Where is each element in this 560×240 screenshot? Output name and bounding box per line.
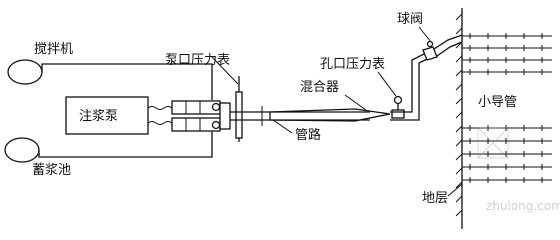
valve-outlet-lower xyxy=(436,41,463,57)
conduit-5 xyxy=(462,125,552,131)
ball-valve-label: 球阀 xyxy=(397,12,423,27)
stratum-label: 地层 xyxy=(422,191,448,206)
small-conduits-upper xyxy=(462,33,552,75)
pump-outlet-manifold xyxy=(219,102,231,130)
stratum-leader xyxy=(447,183,463,197)
hole-pressure-gauge-label: 孔口压力表 xyxy=(320,57,385,72)
riser-pipe-outer xyxy=(390,53,425,113)
small-conduits-lower xyxy=(462,125,552,183)
mixing-device-body xyxy=(269,108,391,122)
mixing-device-leader xyxy=(344,94,367,111)
conduit-9 xyxy=(462,177,552,183)
watermark-text: zhulong.com xyxy=(486,199,560,213)
ball-valve xyxy=(422,34,463,61)
riser-pipe xyxy=(390,53,430,121)
stratum-wall xyxy=(455,8,463,229)
grouting-system-diagram: 搅拌机 蓄浆池 注浆泵 泵口压力表 管路 xyxy=(4,8,560,229)
hole-pressure-gauge xyxy=(391,95,405,119)
grout-pump-body xyxy=(65,96,149,135)
mixer-label: 搅拌机 xyxy=(34,41,73,57)
pump-connector-bottom xyxy=(147,121,173,125)
mixer xyxy=(7,59,213,100)
storage-tank-label: 蓄浆池 xyxy=(32,163,71,178)
watermark: zhulong.com xyxy=(477,127,560,213)
valve-outlet-upper xyxy=(433,34,463,50)
mixing-device xyxy=(269,108,391,122)
storage-tank-vessel xyxy=(4,137,40,163)
riser-pipe-inner xyxy=(390,57,430,121)
ball-valve-handle xyxy=(426,40,434,48)
conduit-2 xyxy=(462,45,552,51)
conduit-3 xyxy=(462,57,552,63)
conduit-1 xyxy=(462,33,552,39)
pump-pressure-gauge-label: 泵口压力表 xyxy=(165,53,230,68)
conduit-6 xyxy=(462,138,552,144)
pipeline-label: 管路 xyxy=(295,127,321,143)
grout-pump-label: 注浆泵 xyxy=(79,109,118,124)
hole-gauge-dial xyxy=(393,95,403,105)
pump-gauge-leader xyxy=(211,56,239,85)
mixer-feed-line xyxy=(41,63,213,100)
pump-connector-top xyxy=(147,106,173,110)
mixer-vessel xyxy=(7,59,43,85)
ball-valve-leader xyxy=(418,26,432,43)
conduit-8 xyxy=(462,164,552,170)
stratum-hatching xyxy=(455,13,463,217)
ball-valve-body xyxy=(422,46,438,61)
storage-tank xyxy=(4,125,213,163)
diagram-canvas: 搅拌机 蓄浆池 注浆泵 泵口压力表 管路 xyxy=(4,8,560,229)
conduit-4 xyxy=(462,69,552,75)
grout-pump xyxy=(65,96,231,135)
conduit-7 xyxy=(462,151,552,157)
pump-gauge-flange xyxy=(235,91,243,139)
watermark-logo xyxy=(477,127,509,159)
hole-gauge-tee xyxy=(391,109,405,119)
mixing-device-label: 混合器 xyxy=(300,80,339,95)
small-conduit-label: 小导管 xyxy=(478,95,517,110)
storage-tank-return-line xyxy=(38,125,213,158)
pipeline-leader xyxy=(272,119,293,134)
hole-gauge-leader xyxy=(377,71,397,97)
pump-pressure-gauge xyxy=(235,76,243,142)
